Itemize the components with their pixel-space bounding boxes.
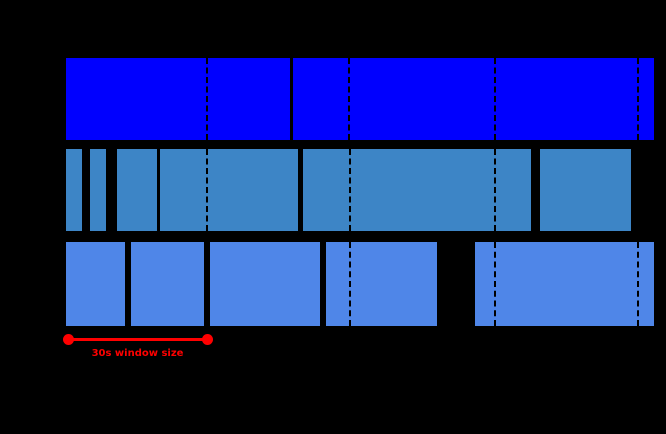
timeline-segment [326,242,437,326]
timeline-segment [90,149,106,231]
timeline-segment [475,242,654,326]
window-size-annotation: 30s window size [0,332,666,372]
annotation-span-line [68,338,207,341]
timeline-segment [648,58,654,140]
timeline-segment [66,58,290,140]
timeline-segment [131,242,204,326]
timeline-segment [303,149,531,231]
timeline-track-1 [0,58,666,140]
timeline-track-3 [0,242,666,326]
timeline-segment [160,149,298,231]
timeline-segment [117,149,157,231]
timeline-segment [66,242,125,326]
timeline-segment [293,58,648,140]
timeline-segment [540,149,631,231]
annotation-right-endpoint-dot [202,334,213,345]
timeline-segment [66,149,82,231]
timeline-track-2 [0,149,666,231]
timeline-segment [210,242,320,326]
annotation-label: 30s window size [91,348,184,359]
